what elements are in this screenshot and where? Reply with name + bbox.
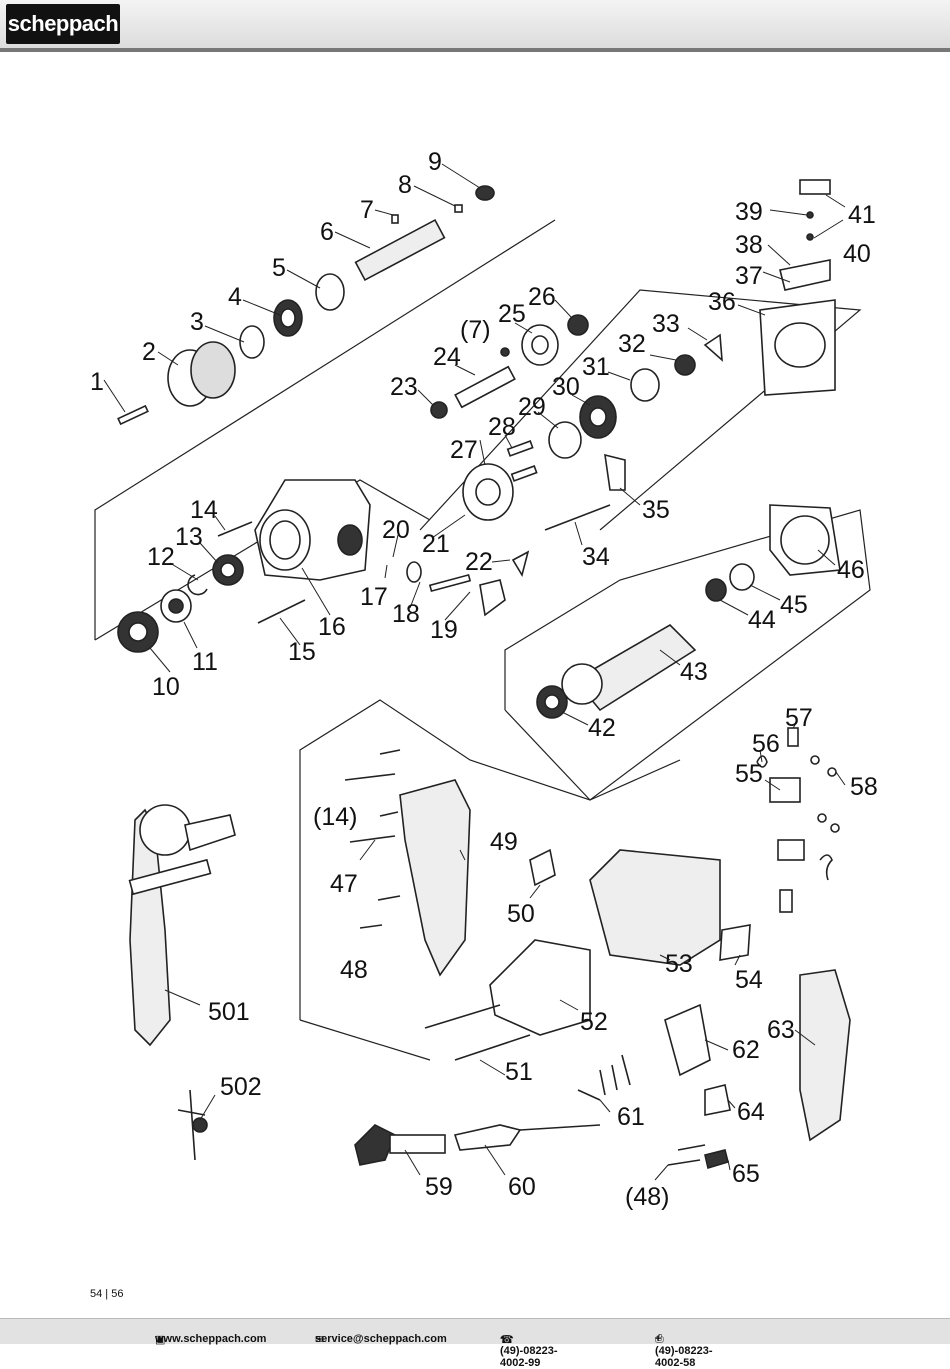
part-label-42: 42 [588, 714, 616, 742]
part-label-48-ref: (48) [625, 1183, 669, 1211]
part-label-11: 11 [192, 648, 218, 676]
part-label-65: 65 [732, 1160, 760, 1188]
part-label-64: 64 [737, 1098, 765, 1126]
part-label-12: 12 [147, 543, 175, 571]
page-number: 54 | 56 [90, 1288, 124, 1300]
chuck-assembly [117, 185, 495, 426]
part-label-37: 37 [735, 262, 763, 290]
part-label-31: 31 [582, 353, 610, 381]
part-label-30: 30 [552, 373, 580, 401]
part-label-40: 40 [843, 240, 871, 268]
power-cord [354, 1124, 601, 1166]
part-label-54: 54 [735, 966, 763, 994]
part-label-61: 61 [617, 1103, 645, 1131]
part-label-62: 62 [732, 1036, 760, 1064]
part-label-57: 57 [785, 704, 813, 732]
exploded-parts-diagram: 1 2 3 4 5 6 7 8 9 (7) 10 11 12 13 14 15 … [0, 60, 950, 1280]
part-label-18: 18 [392, 600, 420, 628]
part-label-21: 21 [422, 530, 450, 558]
part-label-45: 45 [780, 591, 808, 619]
part-label-53: 53 [665, 950, 693, 978]
switch-brush-assembly [577, 727, 851, 1170]
part-label-14-ref: (14) [313, 803, 357, 831]
part-label-58: 58 [850, 773, 878, 801]
part-label-29: 29 [518, 393, 546, 421]
mail-icon: ✉ [315, 1334, 325, 1346]
part-label-2: 2 [142, 338, 156, 366]
part-label-59: 59 [425, 1173, 453, 1201]
part-label-26: 26 [528, 283, 556, 311]
part-label-5: 5 [272, 254, 286, 282]
part-label-7-ref: (7) [460, 316, 491, 344]
part-label-22: 22 [465, 548, 493, 576]
part-label-48: 48 [340, 956, 368, 984]
part-label-51: 51 [505, 1058, 533, 1086]
gear-housing [117, 479, 530, 653]
part-label-36: 36 [708, 288, 736, 316]
part-label-32: 32 [618, 330, 646, 358]
part-label-52: 52 [580, 1008, 608, 1036]
part-label-20: 20 [382, 516, 410, 544]
part-label-47: 47 [330, 870, 358, 898]
part-label-501: 501 [208, 998, 250, 1026]
part-label-17: 17 [360, 583, 388, 611]
part-label-13: 13 [175, 523, 203, 551]
part-label-44: 44 [748, 606, 776, 634]
part-label-16: 16 [318, 613, 346, 641]
part-label-27: 27 [450, 436, 478, 464]
part-label-19: 19 [430, 616, 458, 644]
part-label-3: 3 [190, 308, 204, 336]
part-label-63: 63 [767, 1016, 795, 1044]
part-label-1: 1 [90, 368, 104, 396]
part-label-10: 10 [152, 673, 180, 701]
computer-icon: ▣ [155, 1334, 166, 1346]
part-label-46: 46 [837, 556, 865, 584]
fax-icon: ⎙ [655, 1333, 664, 1345]
part-label-43: 43 [680, 658, 708, 686]
handle-and-stator [344, 749, 751, 1061]
part-label-25: 25 [498, 300, 526, 328]
motor-armature [536, 504, 841, 719]
part-label-15: 15 [288, 638, 316, 666]
part-label-23: 23 [390, 373, 418, 401]
part-label-35: 35 [642, 496, 670, 524]
part-label-8: 8 [398, 171, 412, 199]
part-label-4: 4 [228, 283, 242, 311]
part-label-33: 33 [652, 310, 680, 338]
part-label-41: 41 [848, 201, 876, 229]
part-label-9: 9 [428, 148, 442, 176]
footer-bar: ▣www.scheppach.com ✉service@scheppach.co… [0, 1318, 950, 1369]
part-label-56: 56 [752, 730, 780, 758]
part-label-38: 38 [735, 231, 763, 259]
part-label-34: 34 [582, 543, 610, 571]
gear-train [430, 179, 836, 531]
part-label-24: 24 [433, 343, 461, 371]
part-label-60: 60 [508, 1173, 536, 1201]
part-label-49: 49 [490, 828, 518, 856]
part-label-14: 14 [190, 496, 218, 524]
header-bar: scheppach [0, 0, 950, 52]
part-label-28: 28 [488, 413, 516, 441]
part-label-502: 502 [220, 1073, 262, 1101]
part-label-6: 6 [320, 218, 334, 246]
scheppach-logo: scheppach [6, 4, 120, 44]
part-label-50: 50 [507, 900, 535, 928]
part-label-7: 7 [360, 196, 374, 224]
part-label-39: 39 [735, 198, 763, 226]
auxiliary-handle [128, 804, 236, 1161]
part-label-55: 55 [735, 760, 763, 788]
